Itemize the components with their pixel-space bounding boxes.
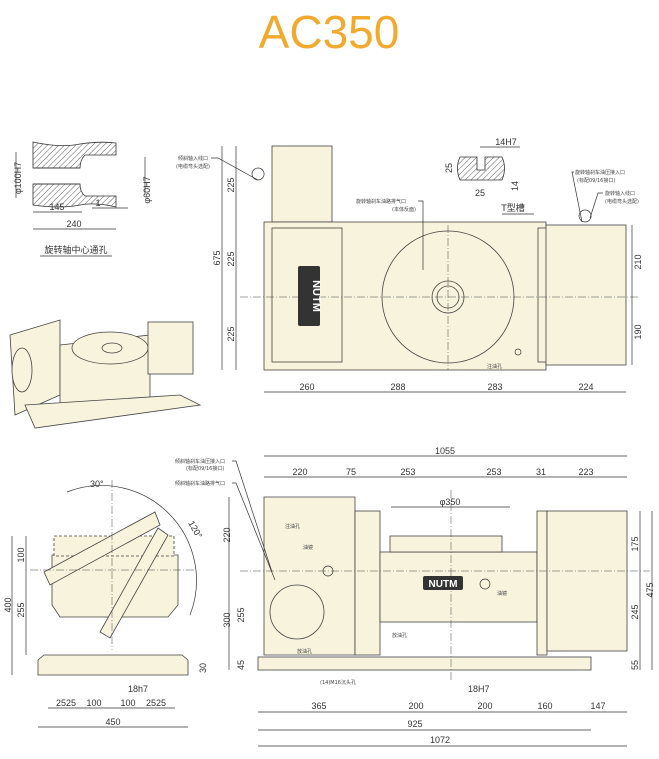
angle-120: 120° xyxy=(186,519,204,540)
dim: 300 xyxy=(222,612,232,627)
dim: 253 xyxy=(486,467,501,477)
logo-plate xyxy=(298,266,320,326)
dim: 365 xyxy=(311,701,326,711)
dim: 25 xyxy=(146,698,156,708)
label-note: (本体反面) xyxy=(392,206,416,213)
front-motor xyxy=(546,510,628,652)
dim: 210 xyxy=(633,254,643,269)
bore-wall-top xyxy=(32,141,117,169)
dim: 30 xyxy=(198,663,208,673)
label-oil-fill: 注油孔 xyxy=(487,363,502,370)
dim: 75 xyxy=(346,467,356,477)
label-tilt-cable-in: 倾斜轴入线口 xyxy=(178,155,208,162)
t-slot-profile xyxy=(457,156,505,181)
dim: 253 xyxy=(400,467,415,477)
front-table xyxy=(389,535,503,553)
dim: 25 xyxy=(56,698,66,708)
dim-step: 145 xyxy=(49,202,64,212)
label-oil-glass-left: 油镜 xyxy=(303,544,313,551)
dim: 283 xyxy=(487,382,502,392)
t-slot-depth: 14 xyxy=(510,181,520,191)
dim-gap: 1 xyxy=(95,198,100,208)
dim-925: 925 xyxy=(407,719,422,729)
angle-30: 30° xyxy=(90,479,104,489)
bore-caption: 旋转轴中心通孔 xyxy=(44,244,107,256)
t-slot-caption: T型槽 xyxy=(500,202,525,214)
label-oil-glass-right: 油镜 xyxy=(497,590,507,597)
dim: 225 xyxy=(226,251,236,266)
slot-width: 18H7 xyxy=(468,684,490,694)
dim: 100 xyxy=(86,698,101,708)
dim: 147 xyxy=(590,701,605,711)
dim: 224 xyxy=(578,382,593,392)
front-base xyxy=(257,656,592,671)
dim-length: 240 xyxy=(66,219,81,229)
label-drain-1: 放油孔 xyxy=(297,648,312,655)
label-note: (标配09/16接口) xyxy=(577,177,615,184)
dim: 220 xyxy=(222,527,232,542)
label-note: (标配09/16接口) xyxy=(186,465,224,472)
dim-outer-dia: φ100H7 xyxy=(13,162,23,194)
dim: 260 xyxy=(299,382,314,392)
label-tilt-brake-vent: 倾斜轴刹车油路排气口 xyxy=(175,480,225,487)
rotary-motor xyxy=(545,224,627,366)
label-oil-fill: 注油孔 xyxy=(285,523,300,530)
dim: 220 xyxy=(292,467,307,477)
dim: 25 xyxy=(66,698,76,708)
dim: 245 xyxy=(630,604,640,619)
dim: 200 xyxy=(408,701,423,711)
top-view: NUTM 倾斜轴入线口 (电缆弯头选配) 旋转轴刹车油路排气口 (本体反面) 旋… xyxy=(176,145,643,393)
logo-text: NUTM xyxy=(310,280,322,312)
dim: 100 xyxy=(120,698,135,708)
page-title: AC350 xyxy=(259,6,400,58)
dim: 225 xyxy=(226,326,236,341)
dim: 255 xyxy=(236,607,246,622)
dim: 25 xyxy=(156,698,166,708)
label-rot-cable-in: 旋转轴入线口 xyxy=(605,190,635,197)
dim: 190 xyxy=(633,324,643,339)
slot-width: 18h7 xyxy=(128,684,148,694)
dim: 475 xyxy=(645,582,655,597)
label-tilt-brake-in: 倾斜轴刹车油压接入口 xyxy=(175,458,225,465)
dim: 31 xyxy=(536,467,546,477)
label-bolt-holes: (14)M16沉头孔 xyxy=(320,679,356,686)
dim: 200 xyxy=(477,701,492,711)
bore-section: φ100H7 φ60H7 145 1 240 旋转轴中心通孔 xyxy=(13,141,152,257)
label-drain-2: 放油孔 xyxy=(392,632,407,639)
dim-total: 450 xyxy=(105,717,120,727)
front-view: NUTM 倾斜轴刹车油压接入口 (标配09/16接口) 倾斜轴刹车油路排气口 注… xyxy=(175,446,655,747)
label-note: (电缆弯头选配) xyxy=(605,198,639,205)
logo-text: NUTM xyxy=(429,579,458,590)
bore-wall-bottom xyxy=(32,183,117,208)
dim: 288 xyxy=(390,382,405,392)
dim: 255 xyxy=(16,602,26,617)
dim: 45 xyxy=(236,660,246,670)
dim: 675 xyxy=(212,250,222,265)
side-view: 30° 120° 100 400 255 30 18h7 25 25 100 1… xyxy=(3,479,208,728)
dim-table-dia: φ350 xyxy=(440,497,461,507)
dim-total: 1055 xyxy=(435,446,455,456)
t-slot-detail: 14H7 25 25 14 T型槽 xyxy=(444,137,534,215)
dim: 55 xyxy=(630,660,640,670)
side-base xyxy=(37,654,189,676)
dim-inner-dia: φ60H7 xyxy=(142,176,152,203)
dim: 223 xyxy=(578,467,593,477)
dim: 175 xyxy=(630,536,640,551)
dim: 100 xyxy=(16,547,26,562)
dim: 160 xyxy=(537,701,552,711)
dim: 225 xyxy=(226,177,236,192)
label-rot-brake-in: 旋转轴刹车油压接入口 xyxy=(575,169,625,176)
label-rot-brake-vent: 旋转轴刹车油路排气口 xyxy=(356,198,406,205)
label-note: (电缆弯头选配) xyxy=(176,163,210,170)
t-slot-width: 14H7 xyxy=(495,137,517,147)
isometric-view xyxy=(9,319,202,429)
t-slot-height: 25 xyxy=(444,163,454,173)
logo-plate xyxy=(423,576,463,590)
tilt-motor xyxy=(271,145,333,223)
t-slot-bottom-width: 25 xyxy=(475,188,485,198)
dim-1072: 1072 xyxy=(430,735,450,745)
dim: 400 xyxy=(3,597,13,612)
